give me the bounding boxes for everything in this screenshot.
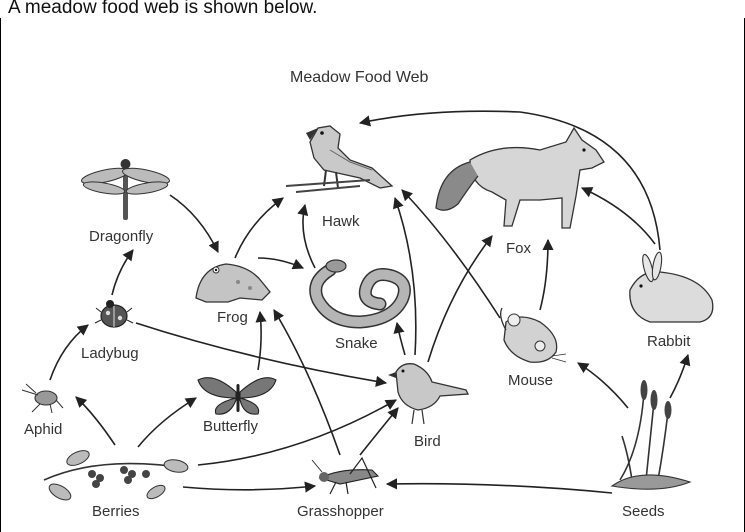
- arrows-group: [49, 110, 691, 494]
- diagram-title: Meadow Food Web: [290, 69, 429, 86]
- arrow-berries-bird: [197, 399, 397, 466]
- label-fox: Fox: [506, 240, 532, 257]
- arrow-ladybug-bird: [135, 322, 388, 387]
- arrow-grasshopper-frog: [273, 309, 341, 456]
- arrow-berries-aphid: [75, 396, 116, 446]
- label-frog: Frog: [217, 309, 248, 326]
- arrow-bird-fox: [427, 235, 493, 363]
- mouse-illustration: [500, 307, 567, 363]
- label-butterfly: Butterfly: [203, 418, 259, 435]
- label-aphid: Aphid: [24, 421, 63, 438]
- arrow-rabbit-hawk: [358, 110, 661, 251]
- arrow-bird-snake: [393, 321, 406, 356]
- arrow-seeds-rabbit: [669, 353, 691, 399]
- butterfly-illustration: [197, 377, 277, 415]
- label-rabbit: Rabbit: [647, 333, 691, 350]
- frog-illustration: [195, 263, 271, 303]
- arrow-bird-hawk: [393, 196, 417, 356]
- arrow-frog-hawk: [234, 197, 284, 259]
- frame-left-border: [0, 18, 1, 532]
- aphid-illustration: [21, 383, 64, 414]
- arrow-berries-grasshopper: [182, 481, 317, 493]
- arrow-rabbit-fox: [580, 187, 656, 245]
- arrow-berries-butterfly: [137, 397, 197, 448]
- arrow-snake-hawk: [297, 203, 316, 269]
- label-seeds: Seeds: [622, 503, 665, 520]
- label-ladybug: Ladybug: [81, 345, 139, 362]
- label-mouse: Mouse: [508, 372, 554, 389]
- label-grasshopper: Grasshopper: [297, 503, 384, 520]
- arrow-aphid-ladybug: [49, 324, 89, 381]
- snake-illustration: [309, 259, 411, 329]
- rabbit-illustration: [629, 251, 714, 323]
- label-berries: Berries: [92, 503, 140, 520]
- ladybug-illustration: [94, 300, 134, 328]
- arrow-mouse-hawk: [401, 189, 501, 319]
- arrow-seeds-grasshopper: [385, 478, 613, 494]
- label-bird: Bird: [414, 433, 441, 450]
- arrow-seeds-mouse: [577, 362, 629, 409]
- seeds-illustration: [610, 380, 692, 490]
- arrow-dragonfly-frog: [169, 194, 219, 254]
- label-dragonfly: Dragonfly: [89, 228, 154, 245]
- arrow-grasshopper-bird: [359, 407, 399, 456]
- arrow-butterfly-frog: [255, 310, 267, 371]
- fox-illustration: [435, 126, 605, 229]
- berries-illustration: [43, 450, 189, 501]
- label-hawk: Hawk: [322, 213, 360, 230]
- bird-illustration: [388, 363, 470, 425]
- arrow-ladybug-dragonfly: [111, 249, 134, 296]
- arrow-frog-snake: [257, 257, 305, 270]
- arrow-mouse-fox: [539, 238, 554, 311]
- dragonfly-illustration: [80, 159, 171, 220]
- label-snake: Snake: [335, 335, 378, 352]
- question-text: A meadow food web is shown below.: [8, 0, 318, 18]
- grasshopper-illustration: [311, 456, 380, 495]
- hawk-illustration: [285, 125, 394, 193]
